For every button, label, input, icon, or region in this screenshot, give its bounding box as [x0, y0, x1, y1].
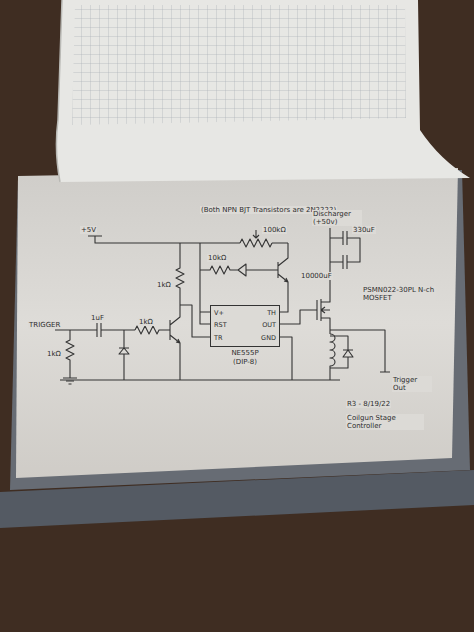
schematic-label: PSMN022-30PL N-ch MOSFET [362, 286, 436, 302]
trigger-wire [180, 305, 210, 337]
curled-grid-page [56, 0, 470, 182]
schematic-label: 10000uF [300, 272, 333, 280]
cover-edge [0, 470, 474, 528]
pin-name: TR [214, 334, 223, 342]
pin-name: GND [261, 334, 276, 342]
diode-symbol [119, 330, 129, 380]
ground-symbol [63, 378, 77, 384]
schematic-label: 330uF [352, 226, 376, 234]
capacitor-symbols [330, 231, 360, 269]
schematic-label: Trigger Out [392, 376, 432, 392]
flyback-diode [330, 336, 353, 368]
resistor-symbol [66, 330, 74, 378]
ground-wire [60, 337, 340, 380]
schematic-label: 1uF [90, 314, 105, 322]
ic-chip: V+THRSTOUTTRGNDNE555P(DIP-8) [210, 305, 280, 347]
schematic-label: 1kΩ [46, 350, 62, 358]
pin-name: RST [214, 321, 227, 329]
schematic-label: Coilgun Stage Controller [346, 414, 424, 430]
part-name: NE555P [231, 349, 258, 357]
schematic-label: R3 - 8/19/22 [346, 400, 391, 408]
potentiometer-symbol [240, 239, 272, 247]
schematic-label: 100kΩ [262, 226, 287, 234]
resistor-symbol [176, 243, 184, 305]
pin-name: V+ [214, 309, 224, 317]
input-capacitor [55, 323, 135, 337]
trigger-out-wire [330, 330, 390, 372]
transistor-symbol [278, 243, 288, 312]
resistor-symbol [135, 326, 170, 334]
pin-name: TH [267, 309, 276, 317]
pin-name: OUT [262, 321, 276, 329]
schematic-label: 1kΩ [138, 318, 154, 326]
schematic-label: 1kΩ [156, 281, 172, 289]
schematic-label: Discharger (+50v) [312, 210, 362, 226]
coil-symbol [330, 334, 335, 380]
notebook-page [16, 168, 458, 478]
mosfet-symbol [280, 228, 330, 334]
transistor-symbol [170, 305, 180, 380]
schematic-label: TRIGGER [28, 321, 61, 329]
pot-wiper [253, 230, 259, 238]
grid-lines [72, 5, 406, 125]
schematic-label: 10kΩ [207, 254, 227, 262]
diode-resistor-chain [200, 264, 278, 276]
part-name: (DIP-8) [233, 358, 257, 366]
schematic-label: +5V [80, 226, 97, 234]
schematic-wires [55, 228, 390, 384]
page-curl [56, 0, 62, 182]
